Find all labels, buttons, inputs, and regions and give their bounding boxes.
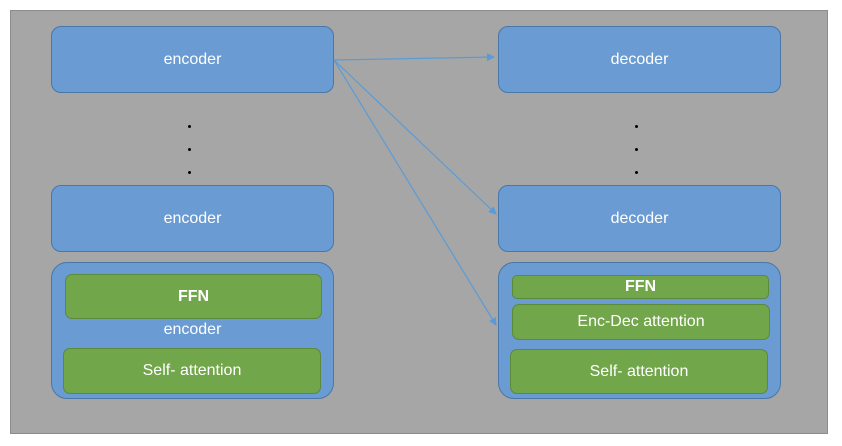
decoder-middle-block: decoder <box>498 185 781 252</box>
encoder-middle-block: encoder <box>51 185 334 252</box>
decoder-enc-dec-attention-sublayer: Enc-Dec attention <box>512 304 770 340</box>
encoder-middle-label: encoder <box>163 209 222 227</box>
encoder-ffn-label: FFN <box>177 287 210 305</box>
decoder-ellipsis-dot-1 <box>635 125 638 128</box>
encoder-ellipsis-dot-2 <box>188 148 191 151</box>
decoder-ffn-label: FFN <box>624 278 657 295</box>
decoder-enc-dec-attention-label: Enc-Dec attention <box>577 313 705 330</box>
decoder-ellipsis-dot-2 <box>635 148 638 151</box>
encoder-ellipsis-dot-1 <box>188 125 191 128</box>
decoder-ffn-sublayer: FFN <box>512 275 769 299</box>
encoder-ellipsis-dot-3 <box>188 171 191 174</box>
encoder-detailed-label: encoder <box>163 321 222 338</box>
decoder-top-block: decoder <box>498 26 781 93</box>
encoder-top-block: encoder <box>51 26 334 93</box>
decoder-middle-label: decoder <box>610 209 669 227</box>
decoder-self-attention-label: Self- attention <box>589 362 689 380</box>
encoder-ffn-sublayer: FFN <box>65 274 322 319</box>
decoder-self-attention-sublayer: Self- attention <box>510 349 768 394</box>
cropped-margin-text <box>834 262 842 318</box>
decoder-ellipsis-dot-3 <box>635 171 638 174</box>
encoder-self-attention-label: Self- attention <box>142 362 242 379</box>
encoder-self-attention-sublayer: Self- attention <box>63 348 321 394</box>
encoder-top-label: encoder <box>163 50 222 68</box>
decoder-top-label: decoder <box>610 50 669 68</box>
